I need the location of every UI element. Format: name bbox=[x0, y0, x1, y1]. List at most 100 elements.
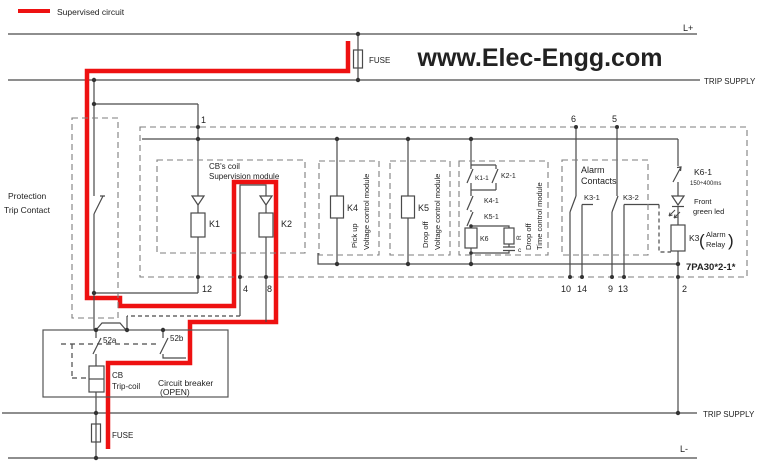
pin-12: 12 bbox=[202, 284, 212, 294]
k4-1-label: K4-1 bbox=[484, 198, 499, 205]
k3-2-contact-blade bbox=[611, 195, 619, 213]
dropoff-fn-1: Drop off bbox=[421, 221, 430, 248]
dashed-boxes bbox=[71, 117, 748, 319]
k3-1-label: K3-1 bbox=[584, 193, 600, 202]
time-fn-2: Time control module bbox=[535, 182, 544, 250]
led-emission-arrows bbox=[668, 209, 681, 219]
k5-1-contact-blade bbox=[466, 211, 474, 227]
protection-label-1: Protection bbox=[8, 191, 47, 201]
k2-diode-icon bbox=[258, 195, 274, 207]
alarm-relay-label-2: Relay bbox=[706, 240, 725, 249]
rail-trip-supply-bottom-label: TRIP SUPPLY bbox=[703, 410, 755, 419]
k5-label: K5 bbox=[418, 203, 429, 213]
k1-1-contact-blade bbox=[466, 168, 474, 184]
k1-label: K1 bbox=[209, 219, 220, 229]
led-label-1: Front bbox=[694, 197, 712, 206]
alarm-title-2: Contacts bbox=[581, 176, 617, 186]
dropoff-fn-2: Voltage control module bbox=[433, 174, 442, 250]
k6-1-contact-blade bbox=[672, 166, 682, 183]
alarm-relay-label-1: Alarm bbox=[706, 230, 726, 239]
k1-1-label: K1-1 bbox=[475, 175, 489, 182]
wire-trip-contact bbox=[93, 80, 199, 330]
pin-5: 5 bbox=[612, 114, 617, 124]
supervised-circuit-path bbox=[84, 41, 351, 449]
supply-rails bbox=[2, 33, 700, 459]
k1-coil-symbol bbox=[190, 212, 206, 238]
rail-trip-supply-top-label: TRIP SUPPLY bbox=[704, 77, 756, 86]
capacitor-symbol bbox=[503, 246, 515, 252]
contact-52a-blade bbox=[92, 337, 102, 355]
k1-diode-icon bbox=[190, 195, 206, 207]
pin-9: 9 bbox=[608, 284, 613, 294]
pin-4: 4 bbox=[243, 284, 248, 294]
pickup-fn-1: Pick up bbox=[350, 223, 359, 248]
pin-2: 2 bbox=[682, 284, 687, 294]
wires bbox=[61, 34, 686, 458]
k2-label: K2 bbox=[281, 219, 292, 229]
k3-relay-label: K3 bbox=[689, 233, 700, 243]
k5-1-label: K5-1 bbox=[484, 214, 499, 221]
time-module-box bbox=[458, 160, 549, 256]
wire-k3-1 bbox=[569, 127, 593, 277]
contact-52b-label: 52b bbox=[170, 334, 184, 343]
contact-52b-blade bbox=[159, 337, 169, 355]
supervision-module-box bbox=[156, 159, 306, 254]
circuit-breaker-label-2: (OPEN) bbox=[160, 387, 190, 397]
k3-2-label: K3-2 bbox=[623, 193, 639, 202]
pin-14: 14 bbox=[577, 284, 587, 294]
trip-coil-label: Trip-coil bbox=[112, 382, 140, 391]
pickup-module-box bbox=[318, 160, 380, 256]
k4-label: K4 bbox=[347, 203, 358, 213]
wire-k1-branch bbox=[94, 139, 199, 294]
fuse-bottom-label: FUSE bbox=[112, 431, 133, 440]
k6-1-time-label: 150÷400ms bbox=[690, 181, 721, 187]
k3-1-contact-blade bbox=[569, 195, 577, 213]
trip-contact-blade bbox=[93, 195, 104, 215]
pin-1: 1 bbox=[201, 115, 206, 125]
k6-label: K6 bbox=[480, 236, 489, 243]
k6-1-label: K6-1 bbox=[694, 167, 712, 177]
alarm-contacts-box bbox=[561, 159, 649, 256]
rail-l-minus-label: L- bbox=[680, 444, 688, 454]
k3-mech-link bbox=[658, 204, 671, 253]
alarm-relay-paren-close: ) bbox=[728, 231, 734, 250]
k6-coil-symbol bbox=[464, 227, 478, 249]
pin-numbers: 1 6 5 12 4 8 10 14 9 13 2 bbox=[201, 114, 687, 294]
wire-k3-2 bbox=[611, 127, 635, 277]
cb-label: CB bbox=[112, 371, 123, 380]
relay-model-label: 7PA30*2-1* bbox=[686, 262, 736, 273]
fuse-top-symbol bbox=[352, 49, 364, 69]
protection-contact-box bbox=[71, 117, 119, 319]
k2-coil-symbol bbox=[258, 212, 274, 238]
pin-8: 8 bbox=[267, 284, 272, 294]
r-resistor-symbol bbox=[503, 227, 515, 245]
fuse-bottom-symbol bbox=[90, 423, 102, 443]
r-label: R bbox=[516, 235, 523, 240]
pickup-fn-2: Voltage control module bbox=[362, 174, 371, 250]
circuit-breaker-box bbox=[42, 329, 229, 398]
pin-13: 13 bbox=[618, 284, 628, 294]
k3-relay-symbol bbox=[670, 224, 686, 252]
k4-coil-symbol bbox=[329, 195, 345, 219]
rail-l-plus-label: L+ bbox=[683, 23, 693, 33]
time-fn-1: Drop off bbox=[524, 223, 533, 250]
contact-52a-label: 52a bbox=[103, 336, 117, 345]
protection-label-2: Trip Contact bbox=[4, 205, 51, 215]
dropoff-module-box bbox=[389, 160, 451, 256]
led-label-2: green led bbox=[693, 207, 724, 216]
relay-outline-box bbox=[139, 126, 748, 278]
k2-1-contact-blade bbox=[491, 168, 499, 184]
legend-supervised-label: Supervised circuit bbox=[57, 7, 125, 17]
wire-k2-branch bbox=[239, 184, 267, 322]
pin-6: 6 bbox=[571, 114, 576, 124]
k2-1-label: K2-1 bbox=[501, 173, 516, 180]
k5-coil-symbol bbox=[400, 195, 416, 219]
junction-dots bbox=[91, 31, 681, 461]
alarm-title-1: Alarm bbox=[581, 165, 605, 175]
supervision-title-2: Supervision module bbox=[209, 172, 280, 181]
pin-10: 10 bbox=[561, 284, 571, 294]
led-icon bbox=[670, 195, 686, 207]
circuit-breaker-label-1: Circuit breaker bbox=[158, 378, 213, 388]
breaker-mech-link bbox=[61, 343, 159, 379]
